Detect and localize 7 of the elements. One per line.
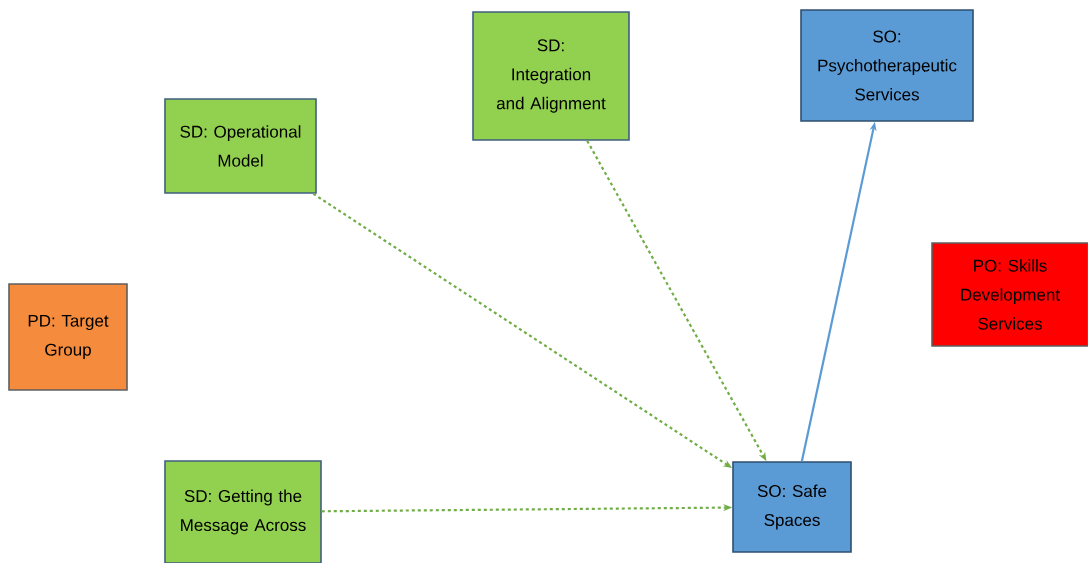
text-box: SO: Psychotherapeutic Services (800, 9, 974, 122)
text-box: SD: Getting the Message Across (164, 460, 322, 563)
text-box: PD: Target Group (8, 283, 128, 391)
text-box: SD: Integration and Alignment (472, 11, 630, 141)
text-box: SO: Safe Spaces (732, 461, 852, 553)
text-box: PO: Skills Development Services (931, 242, 1088, 347)
text-box: SD: Operational Model (164, 98, 317, 194)
